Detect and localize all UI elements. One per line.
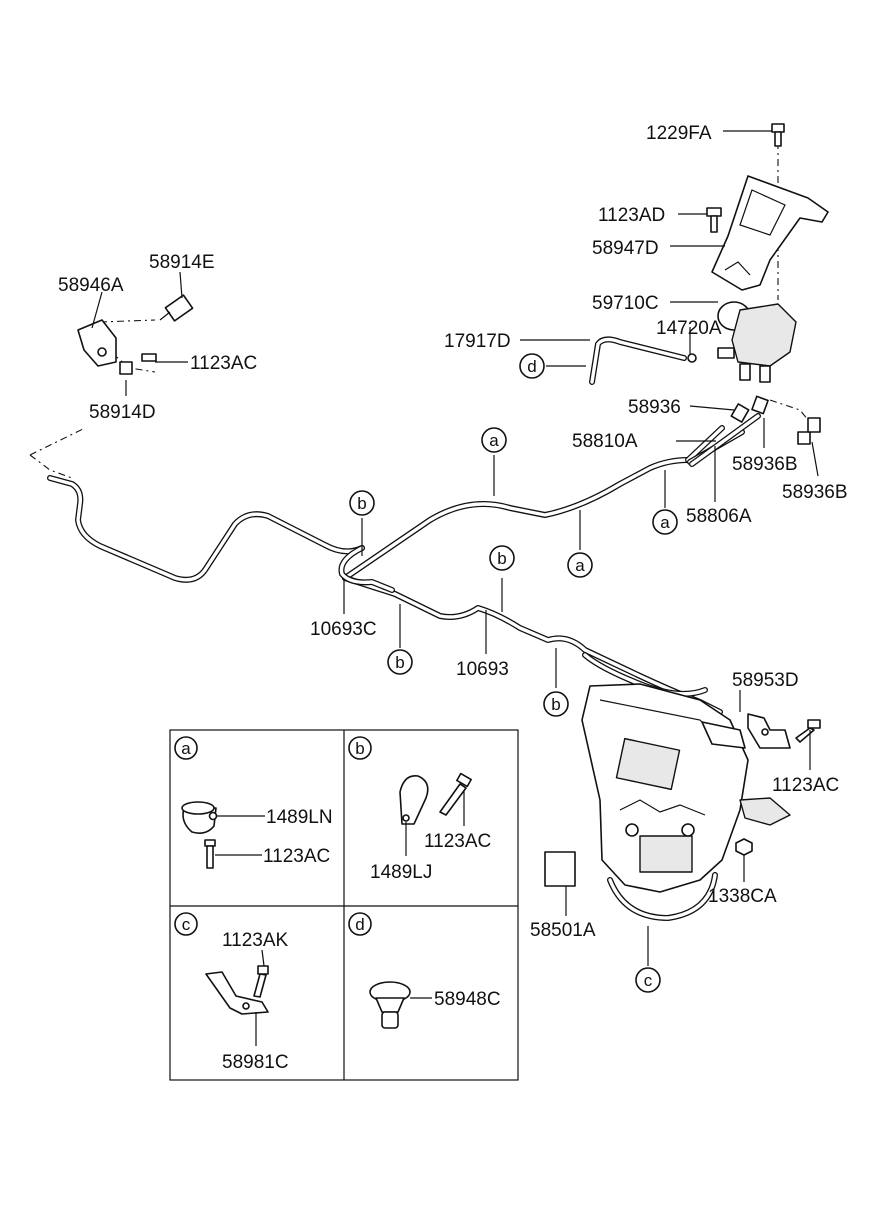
svg-text:b: b <box>395 653 404 672</box>
label-58946a: 58946A <box>58 275 124 296</box>
label-58953d: 58953D <box>732 670 799 691</box>
detail-table <box>169 729 519 1081</box>
bracket-58947d-icon <box>711 175 829 291</box>
fitting-58936b-icon <box>797 417 821 445</box>
fitting-58936-icon <box>730 395 769 423</box>
detail-c-label-1123ak: 1123AK <box>222 930 289 951</box>
svg-text:a: a <box>575 556 585 575</box>
label-58936b-1: 58936B <box>732 454 798 475</box>
label-58914d: 58914D <box>89 402 156 423</box>
label-59710c: 59710C <box>592 293 659 314</box>
hecu-assembly-icon <box>581 683 791 893</box>
svg-text:a: a <box>181 739 191 758</box>
bolt-1229fa-icon <box>771 123 785 147</box>
marker-b-4: b <box>543 691 569 717</box>
label-58501a-icon <box>544 851 576 887</box>
label-58936: 58936 <box>628 397 681 418</box>
clip-14720a-icon <box>687 353 697 363</box>
svg-text:b: b <box>551 695 560 714</box>
label-1123ac-top: 1123AC <box>190 353 257 374</box>
detail-d-label-58948c: 58948C <box>434 989 501 1010</box>
svg-text:c: c <box>644 971 653 990</box>
marker-b-2: b <box>387 649 413 675</box>
label-10693c: 10693C <box>310 619 377 640</box>
sensor-58914e-icon <box>159 294 194 322</box>
detail-box-d: d 58948C <box>348 912 501 1029</box>
svg-text:b: b <box>497 549 506 568</box>
svg-text:b: b <box>355 739 364 758</box>
label-14720a: 14720A <box>656 318 722 339</box>
marker-c-1: c <box>635 967 661 993</box>
label-17917d: 17917D <box>444 331 511 352</box>
marker-a-3: a <box>652 509 678 535</box>
detail-a-label-1489ln: 1489LN <box>266 807 333 828</box>
svg-text:a: a <box>660 513 670 532</box>
label-58501a: 58501A <box>530 920 596 941</box>
connector-58914d-icon <box>119 361 133 375</box>
svg-text:d: d <box>355 915 364 934</box>
bolt-1123ac-right-icon <box>795 719 821 743</box>
marker-b-3: b <box>489 545 515 571</box>
leader-lines <box>91 130 819 966</box>
label-58914e: 58914E <box>149 252 215 273</box>
bolt-1123ad-icon <box>706 207 722 233</box>
detail-b-label-1489lj: 1489LJ <box>370 862 432 883</box>
marker-b-1: b <box>349 490 375 516</box>
label-1229fa: 1229FA <box>646 123 712 144</box>
detail-box-b: b 1123AC 1489LJ <box>348 736 491 883</box>
detail-b-label-1123ac: 1123AC <box>424 831 491 852</box>
marker-d-1: d <box>519 353 545 379</box>
label-1338ca: 1338CA <box>708 886 777 907</box>
detail-a-label-1123ac: 1123AC <box>263 846 330 867</box>
label-10693: 10693 <box>456 659 509 680</box>
brake-pipes <box>47 336 761 921</box>
nut-1338ca-icon <box>735 838 753 856</box>
label-1123ac-right: 1123AC <box>772 775 839 796</box>
proportioning-valve-icon <box>717 301 797 383</box>
detail-box-c: c 1123AK 58981C <box>174 912 289 1073</box>
bracket-58953d-icon <box>747 713 791 749</box>
detail-c-label-58981c: 58981C <box>222 1052 289 1073</box>
label-1123ad: 1123AD <box>598 205 665 226</box>
svg-text:c: c <box>182 915 191 934</box>
label-58806a: 58806A <box>686 506 752 527</box>
svg-text:b: b <box>357 494 366 513</box>
svg-text:a: a <box>489 431 499 450</box>
detail-box-a: a 1489LN 1123AC <box>174 736 333 869</box>
bolt-1123ac-top-icon <box>141 353 157 362</box>
svg-text:d: d <box>527 357 536 376</box>
marker-a-1: a <box>481 427 507 453</box>
leader-dashes <box>29 142 813 479</box>
marker-a-2: a <box>567 552 593 578</box>
label-58810a: 58810A <box>572 431 638 452</box>
bracket-58946a-icon <box>77 319 117 367</box>
label-58947d: 58947D <box>592 238 659 259</box>
label-58936b-2: 58936B <box>782 482 848 503</box>
